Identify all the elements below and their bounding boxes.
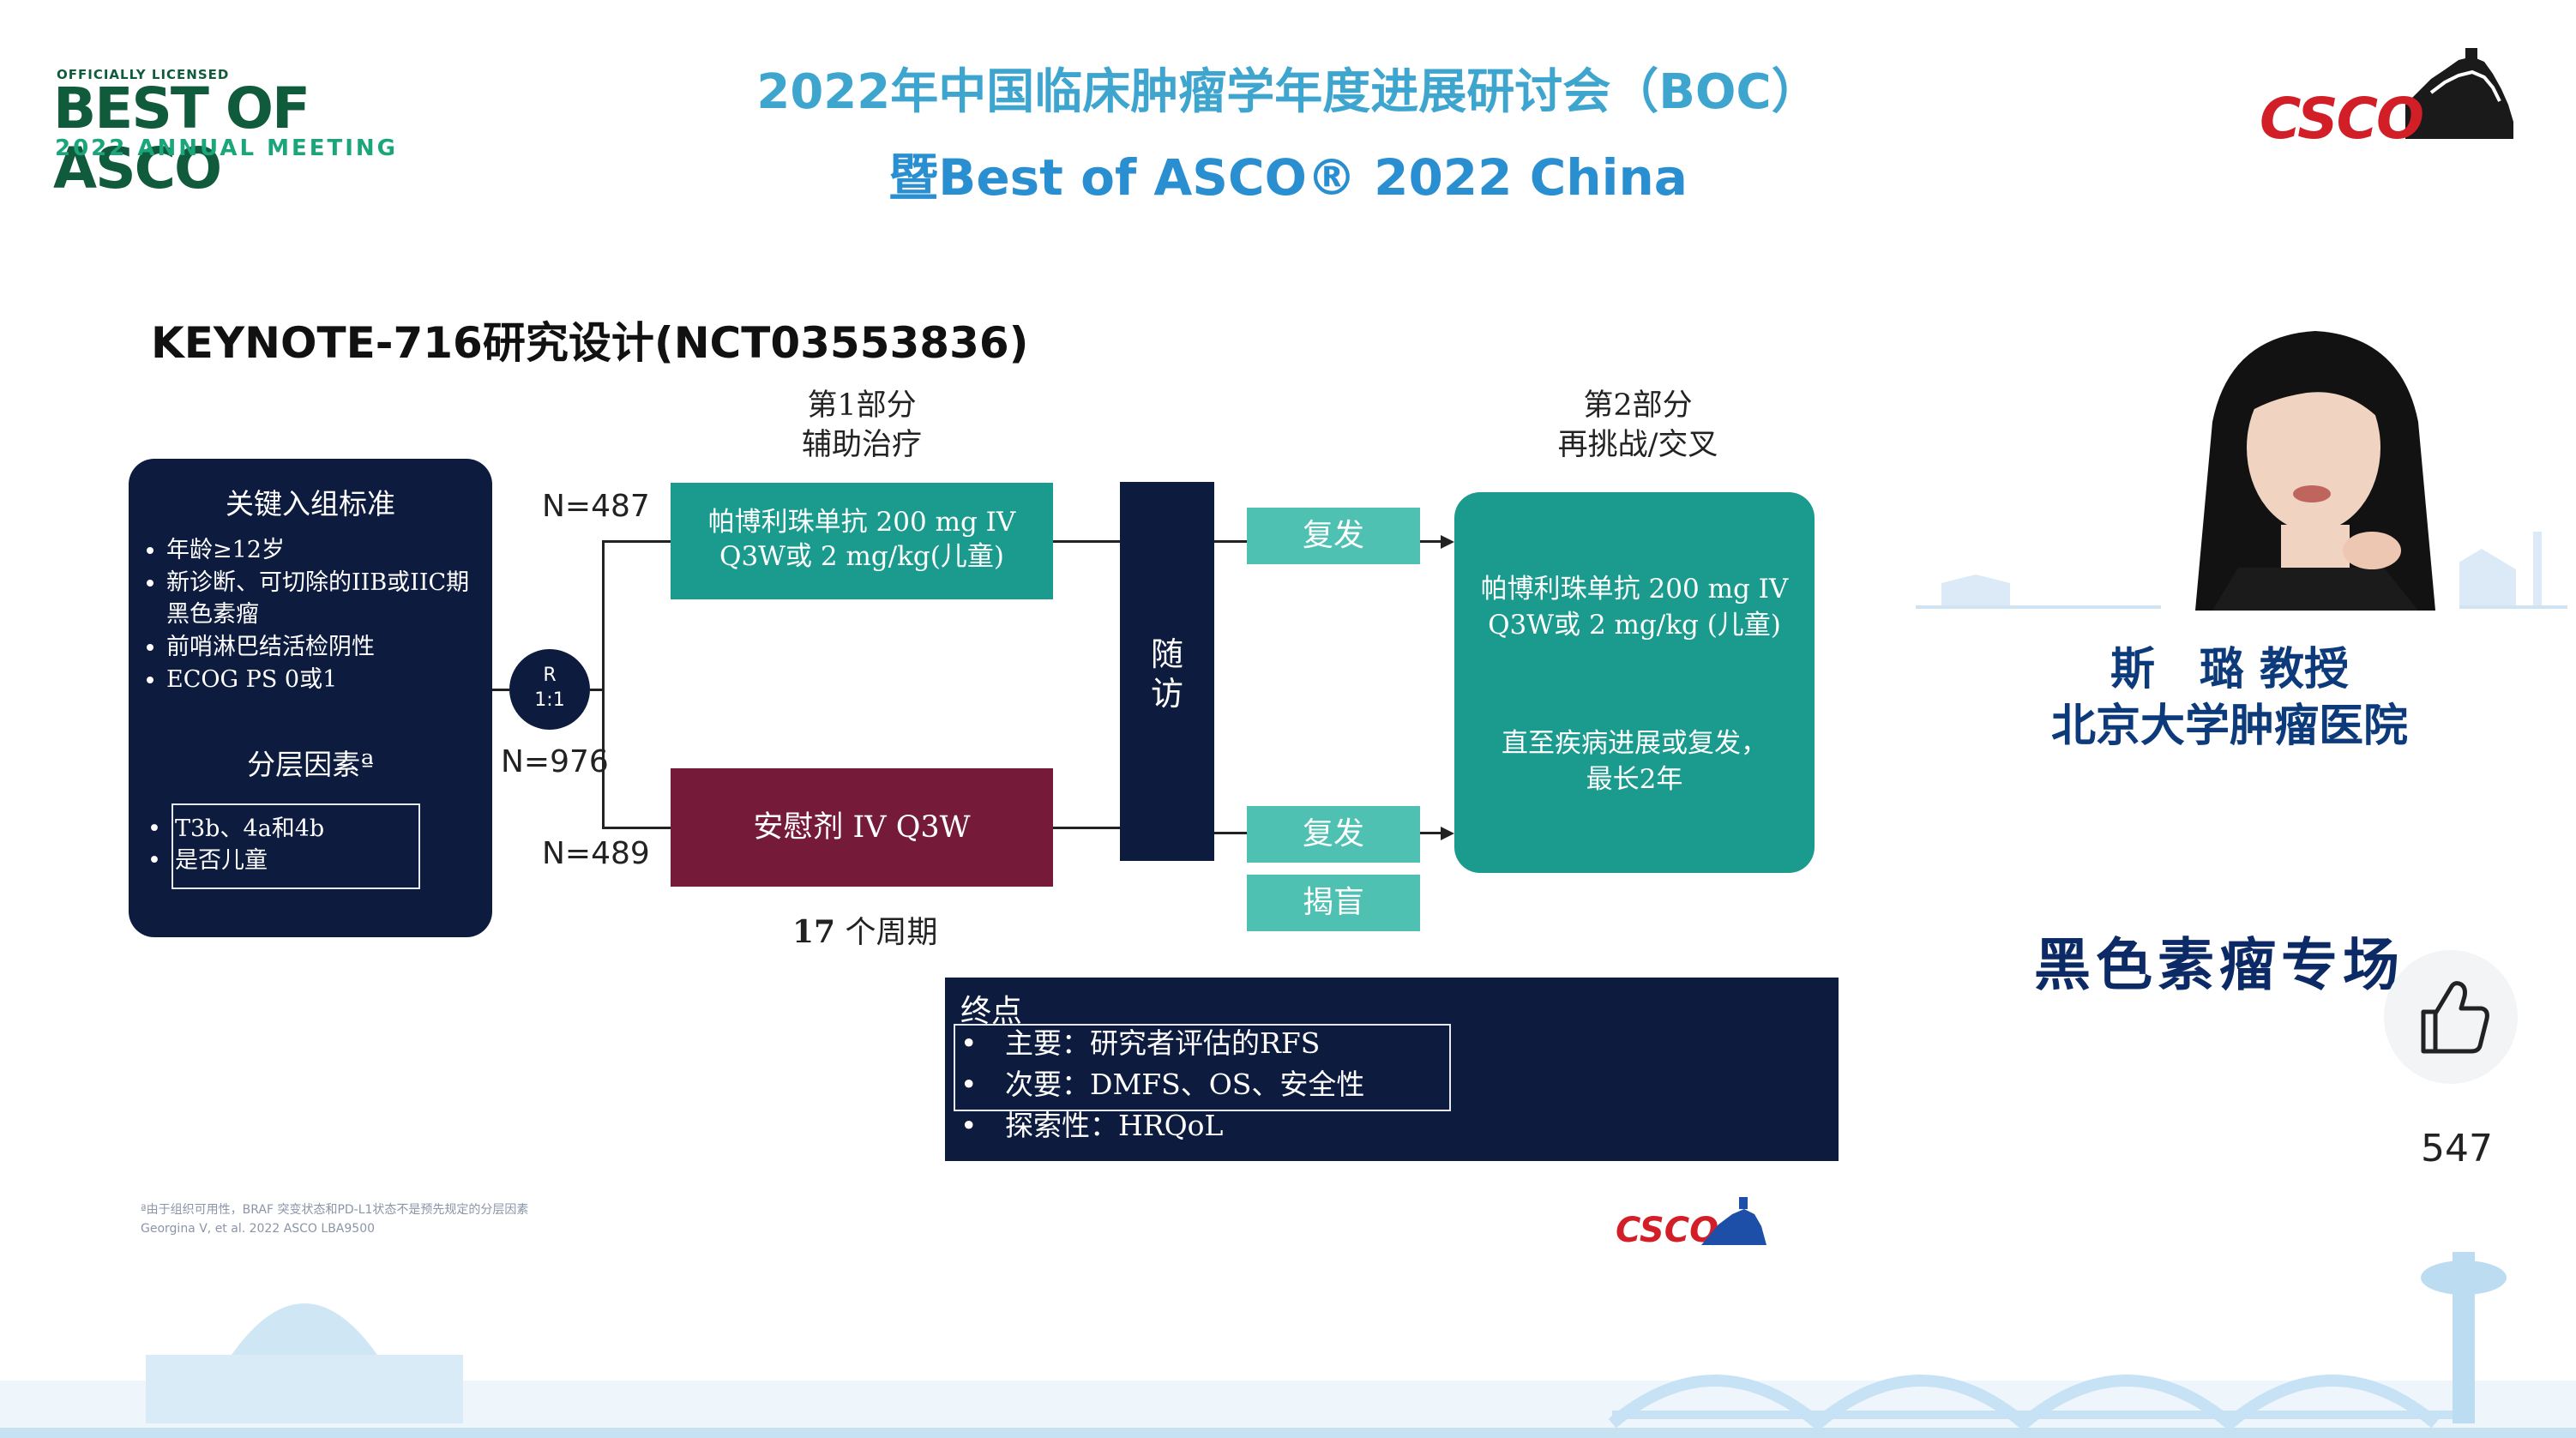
criteria-heading: 关键入组标准 [226, 487, 395, 520]
cycles-label: 17 个周期 [792, 907, 938, 952]
speaker-avatar [2161, 319, 2459, 611]
arm1-line2: Q3W或 2 mg/kg(儿童) [719, 541, 1004, 572]
connector [1214, 540, 1247, 543]
part2-duration-line1: 直至疾病进展或复发， [1502, 728, 1767, 759]
randomization-label: R [543, 665, 557, 686]
asco-logo-licensed: OFFICIALLY LICENSED [57, 67, 230, 82]
endpoint-primary: 主要：研究者评估的RFS [960, 1024, 1320, 1063]
follow-up-bar: 随访 [1120, 482, 1214, 861]
cycles-text: 个周期 [835, 915, 938, 950]
inclusion-criteria-box: 关键入组标准 年龄≥12岁 新诊断、可切除的IIB或IIC期黑色素瘤 前哨淋巴结… [129, 459, 492, 937]
connector [1053, 827, 1120, 829]
skyline-bottom-decoration [0, 1252, 2576, 1438]
connector [492, 689, 509, 691]
speaker-name: 斯 璐 教授 [2110, 644, 2350, 695]
follow-up-char: 随 [1150, 635, 1183, 673]
cycles-number: 17 [792, 914, 836, 950]
n-arm1: N=487 [542, 489, 650, 524]
endpoints-box: 终点 主要：研究者评估的RFS 次要：DMFS、OS、安全性 探索性：HRQoL [945, 978, 1839, 1161]
strat-item: T3b、4a和4b [147, 814, 422, 845]
n-total: N=976 [501, 744, 609, 779]
csco-small-logo: CSCO [1616, 1194, 1770, 1254]
part2-subtitle: 再挑战/交叉 [1557, 428, 1718, 462]
arrow-right-icon [1441, 535, 1454, 549]
part2-treatment-box: 帕博利珠单抗 200 mg IV Q3W或 2 mg/kg (儿童) 直至疾病进… [1454, 492, 1815, 873]
connector [602, 540, 671, 543]
stratification-box: T3b、4a和4b 是否儿童 [172, 803, 420, 889]
conference-subtitle: 暨Best of ASCO® 2022 China [888, 148, 1688, 207]
slide-footnote: ª由于组织可用性，BRAF 突变状态和PD-L1状态不是预先规定的分层因素 Ge… [141, 1200, 528, 1238]
conference-title: 2022年中国临床肿瘤学年度进展研讨会（BOC） [756, 64, 1820, 120]
endpoint-exploratory: 探索性：HRQoL [960, 1106, 1223, 1146]
placebo-arm-box: 安慰剂 IV Q3W [671, 768, 1053, 887]
part2-duration-line2: 最长2年 [1586, 764, 1683, 795]
n-arm2: N=489 [542, 836, 650, 871]
criteria-item: ECOG PS 0或1 [166, 664, 484, 695]
footnote-line: ª由于组织可用性，BRAF 突变状态和PD-L1状态不是预先规定的分层因素 [141, 1203, 529, 1217]
part2-regimen-line1: 帕博利珠单抗 200 mg IV [1480, 574, 1789, 605]
part1-heading: 第1部分 辅助治疗 [755, 386, 969, 465]
strat-item: 是否儿童 [147, 845, 422, 876]
arrow-right-icon [1441, 827, 1454, 840]
stratification-heading: 分层因素ª [247, 748, 374, 781]
part2-duration: 直至疾病进展或复发， 最长2年 [1454, 725, 1815, 797]
connector [590, 689, 604, 691]
session-title: 黑色素瘤专场 [2034, 932, 2404, 998]
criteria-item: 年龄≥12岁 [166, 534, 484, 566]
best-of-asco-logo: OFFICIALLY LICENSED BEST OF ASCO 2022 AN… [53, 62, 413, 199]
part1-subtitle: 辅助治疗 [801, 428, 922, 462]
criteria-item: 前哨淋巴结活检阴性 [166, 631, 484, 663]
footnote-reference: Georgina V, et al. 2022 ASCO LBA9500 [141, 1222, 376, 1236]
part2-regimen: 帕博利珠单抗 200 mg IV Q3W或 2 mg/kg (儿童) [1454, 571, 1815, 643]
connector [1214, 832, 1247, 834]
part2-regimen-line2: Q3W或 2 mg/kg (儿童) [1488, 610, 1781, 641]
like-count: 547 [2421, 1127, 2493, 1170]
connector [1053, 540, 1120, 543]
connector [1420, 540, 1442, 543]
pembrolizumab-arm-box: 帕博利珠单抗 200 mg IV Q3W或 2 mg/kg(儿童) [671, 483, 1053, 599]
relapse-box-arm1: 复发 [1247, 508, 1420, 564]
connector [602, 540, 605, 828]
great-wall-icon [2405, 48, 2513, 139]
stratification-list: T3b、4a和4b 是否儿童 [147, 814, 422, 877]
criteria-list: 年龄≥12岁 新诊断、可切除的IIB或IIC期黑色素瘤 前哨淋巴结活检阴性 EC… [154, 534, 484, 696]
connector [1420, 832, 1442, 834]
arm1-line1: 帕博利珠单抗 200 mg IV [707, 507, 1016, 538]
endpoint-secondary: 次要：DMFS、OS、安全性 [960, 1065, 1364, 1104]
criteria-item: 新诊断、可切除的IIB或IIC期黑色素瘤 [166, 567, 484, 630]
randomization-ratio: 1:1 [534, 689, 565, 711]
like-button[interactable] [2384, 950, 2518, 1084]
part2-title: 第2部分 [1583, 388, 1693, 423]
follow-up-label: 随访 [1120, 635, 1214, 713]
follow-up-char: 访 [1150, 675, 1183, 713]
great-wall-small-icon [1701, 1197, 1766, 1245]
part1-title: 第1部分 [807, 388, 917, 423]
relapse-box-arm2: 复发 [1247, 806, 1420, 863]
unblinding-box: 揭盲 [1247, 875, 1420, 931]
slide-title: KEYNOTE-716研究设计(NCT03553836) [151, 318, 1029, 368]
speaker-video [2161, 319, 2459, 611]
csco-logo: CSCO [2260, 45, 2517, 152]
asco-logo-meeting: 2022 ANNUAL MEETING [55, 135, 399, 161]
thumbs-up-icon [2421, 981, 2489, 1054]
part2-heading: 第2部分 再挑战/交叉 [1526, 386, 1749, 465]
randomization-circle: R 1:1 [509, 649, 590, 730]
csco-logo-text: CSCO [2260, 86, 2424, 152]
speaker-organization: 北京大学肿瘤医院 [2050, 701, 2408, 752]
asco-logo-main: BEST OF ASCO [53, 75, 310, 202]
connector [602, 827, 671, 829]
csco-small-text: CSCO [1616, 1211, 1719, 1250]
